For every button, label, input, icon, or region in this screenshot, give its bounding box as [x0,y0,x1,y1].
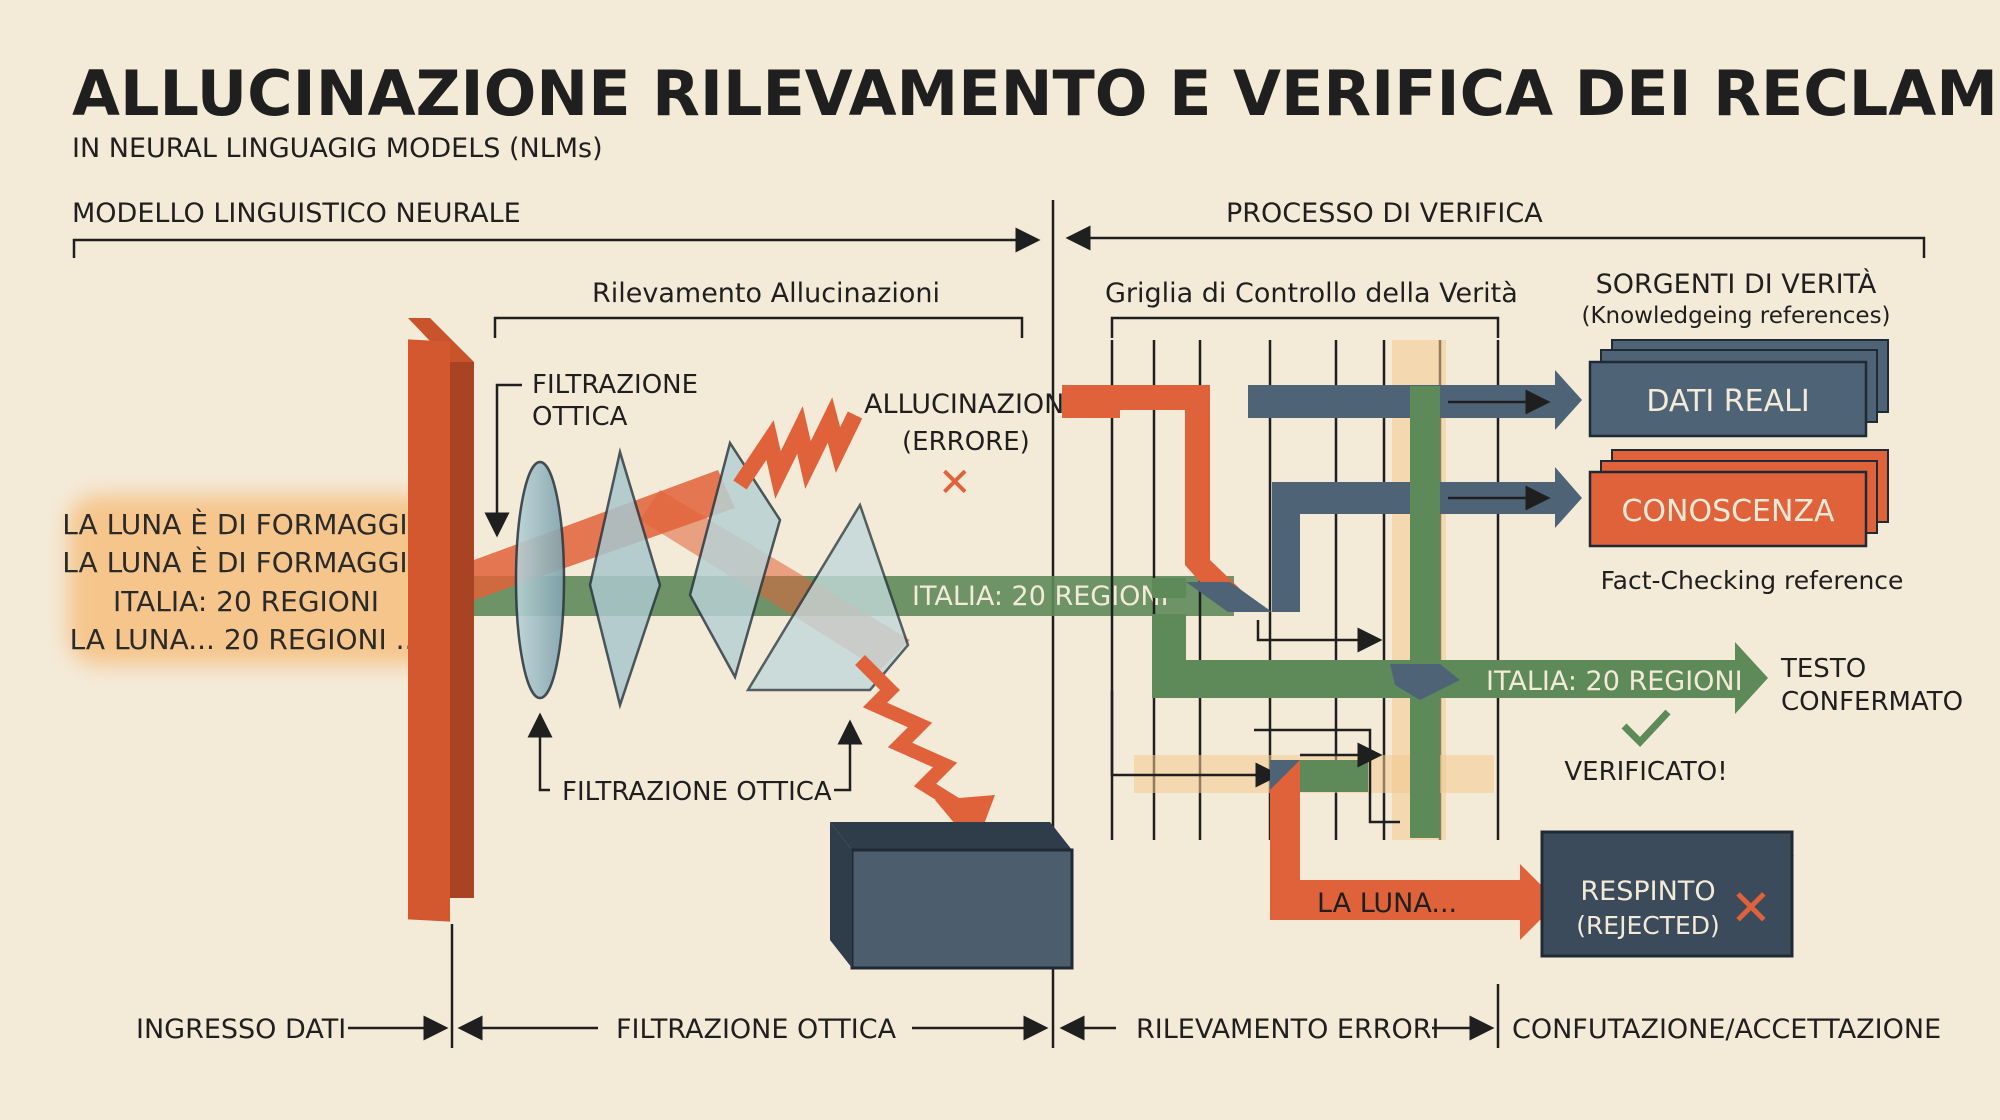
zigzag-up [733,397,863,499]
grid-label: Griglia di Controllo della Verità [1105,278,1518,309]
orange-junction [1270,760,1300,790]
zigzag-down [855,655,969,816]
rejected-x-icon: ✕ [1730,879,1772,937]
input-slab-side [450,362,474,898]
lens-1 [514,460,566,700]
input-line-1: LA LUNA È DI FORMAGGIO [62,507,429,541]
input-slab-top [408,318,474,362]
lens-2 [588,447,662,710]
error-x-icon: ✕ [938,460,972,506]
green-confirmed-label: ITALIA: 20 REGIONI [1486,666,1743,697]
rejected-label-1: RESPINTO [1580,876,1715,907]
green-confirmed-beam [1410,642,1768,714]
green-lower-branch [1272,760,1368,792]
la-luna-label: LA LUNA... [1317,888,1457,919]
orange-grid-entry [1062,402,1120,418]
page-title: ALLUCINAZIONE RILEVAMENTO E VERIFICA DEI… [72,57,2000,130]
section-right-bracket [1065,225,1926,258]
dati-reali-label: DATI REALI [1646,384,1809,419]
filter-bottom-arrow-left [527,712,553,792]
rejected-label-2: (REJECTED) [1576,911,1720,940]
orange-rejected-beam [1270,760,1558,940]
green-junction [1390,664,1460,700]
grid-arrow-4 [1110,690,1281,788]
filter-bottom-arrow-right [834,719,863,792]
green-grid-entry [1152,578,1186,598]
step-2-label: FILTRAZIONE OTTICA [616,1014,897,1045]
dati-reali-box [1588,360,1868,438]
prism-2 [745,502,910,692]
step-4-label: CONFUTAZIONE/ACCETTAZIONE [1512,1014,1941,1045]
sources-title: SORGENTI DI VERITÀ [1596,268,1877,300]
discard-box-side [830,822,852,968]
discard-box-top [830,822,1072,850]
input-line-4: LA LUNA... 20 REGIONI ... [70,623,423,656]
section-left-bracket [72,227,1041,258]
conoscenza-label: CONOSCENZA [1621,494,1835,529]
testo-label-1: TESTO [1780,654,1866,684]
green-grid-path [1152,386,1440,838]
input-slab [408,339,450,922]
slate-beam-2 [1272,467,1582,612]
conoscenza-box [1588,470,1868,548]
filter-top-label-2: OTTICA [532,402,628,432]
filter-top-arrow [484,383,522,538]
rejected-box [1540,830,1794,958]
detection-bracket [493,316,1024,338]
discard-box [850,848,1074,970]
filter-top-label-1: FILTRAZIONE [532,370,698,400]
step-3-label: RILEVAMENTO ERRORI [1136,1014,1439,1045]
input-glow [68,495,448,665]
slate-junction [1186,582,1272,612]
grid-arrow-3 [1256,620,1383,653]
prism-1 [688,439,782,681]
error-label: (ERRORE) [902,427,1030,457]
section-right-label: PROCESSO DI VERIFICA [1226,198,1543,229]
detection-label: Rilevamento Allucinazioni [592,278,940,309]
input-line-3: ITALIA: 20 REGIONI [113,585,379,618]
grid-bracket [1110,316,1500,338]
grid-route-5 [1254,728,1400,824]
verified-label: VERIFICATO! [1564,757,1727,787]
testo-label-2: CONFERMATO [1781,687,1963,717]
filter-bottom-label: FILTRAZIONE OTTICA [562,777,832,807]
fact-checking-note: Fact-Checking reference [1601,566,1904,595]
input-line-2: LA LUNA È DI FORMAGGIO [62,545,429,579]
page-subtitle: IN NEURAL LINGUAGIG MODELS (NLMs) [72,133,603,164]
section-left-label: MODELLO LINGUISTICO NEURALE [72,198,521,229]
step-1-label: INGRESSO DATI [136,1014,346,1045]
hallucination-label: ALLUCINAZIONE! [864,389,1092,420]
check-icon [1621,709,1671,748]
sources-subtitle: (Knowledgeing references) [1581,303,1890,329]
green-beam-label: ITALIA: 20 REGIONI [912,581,1169,612]
